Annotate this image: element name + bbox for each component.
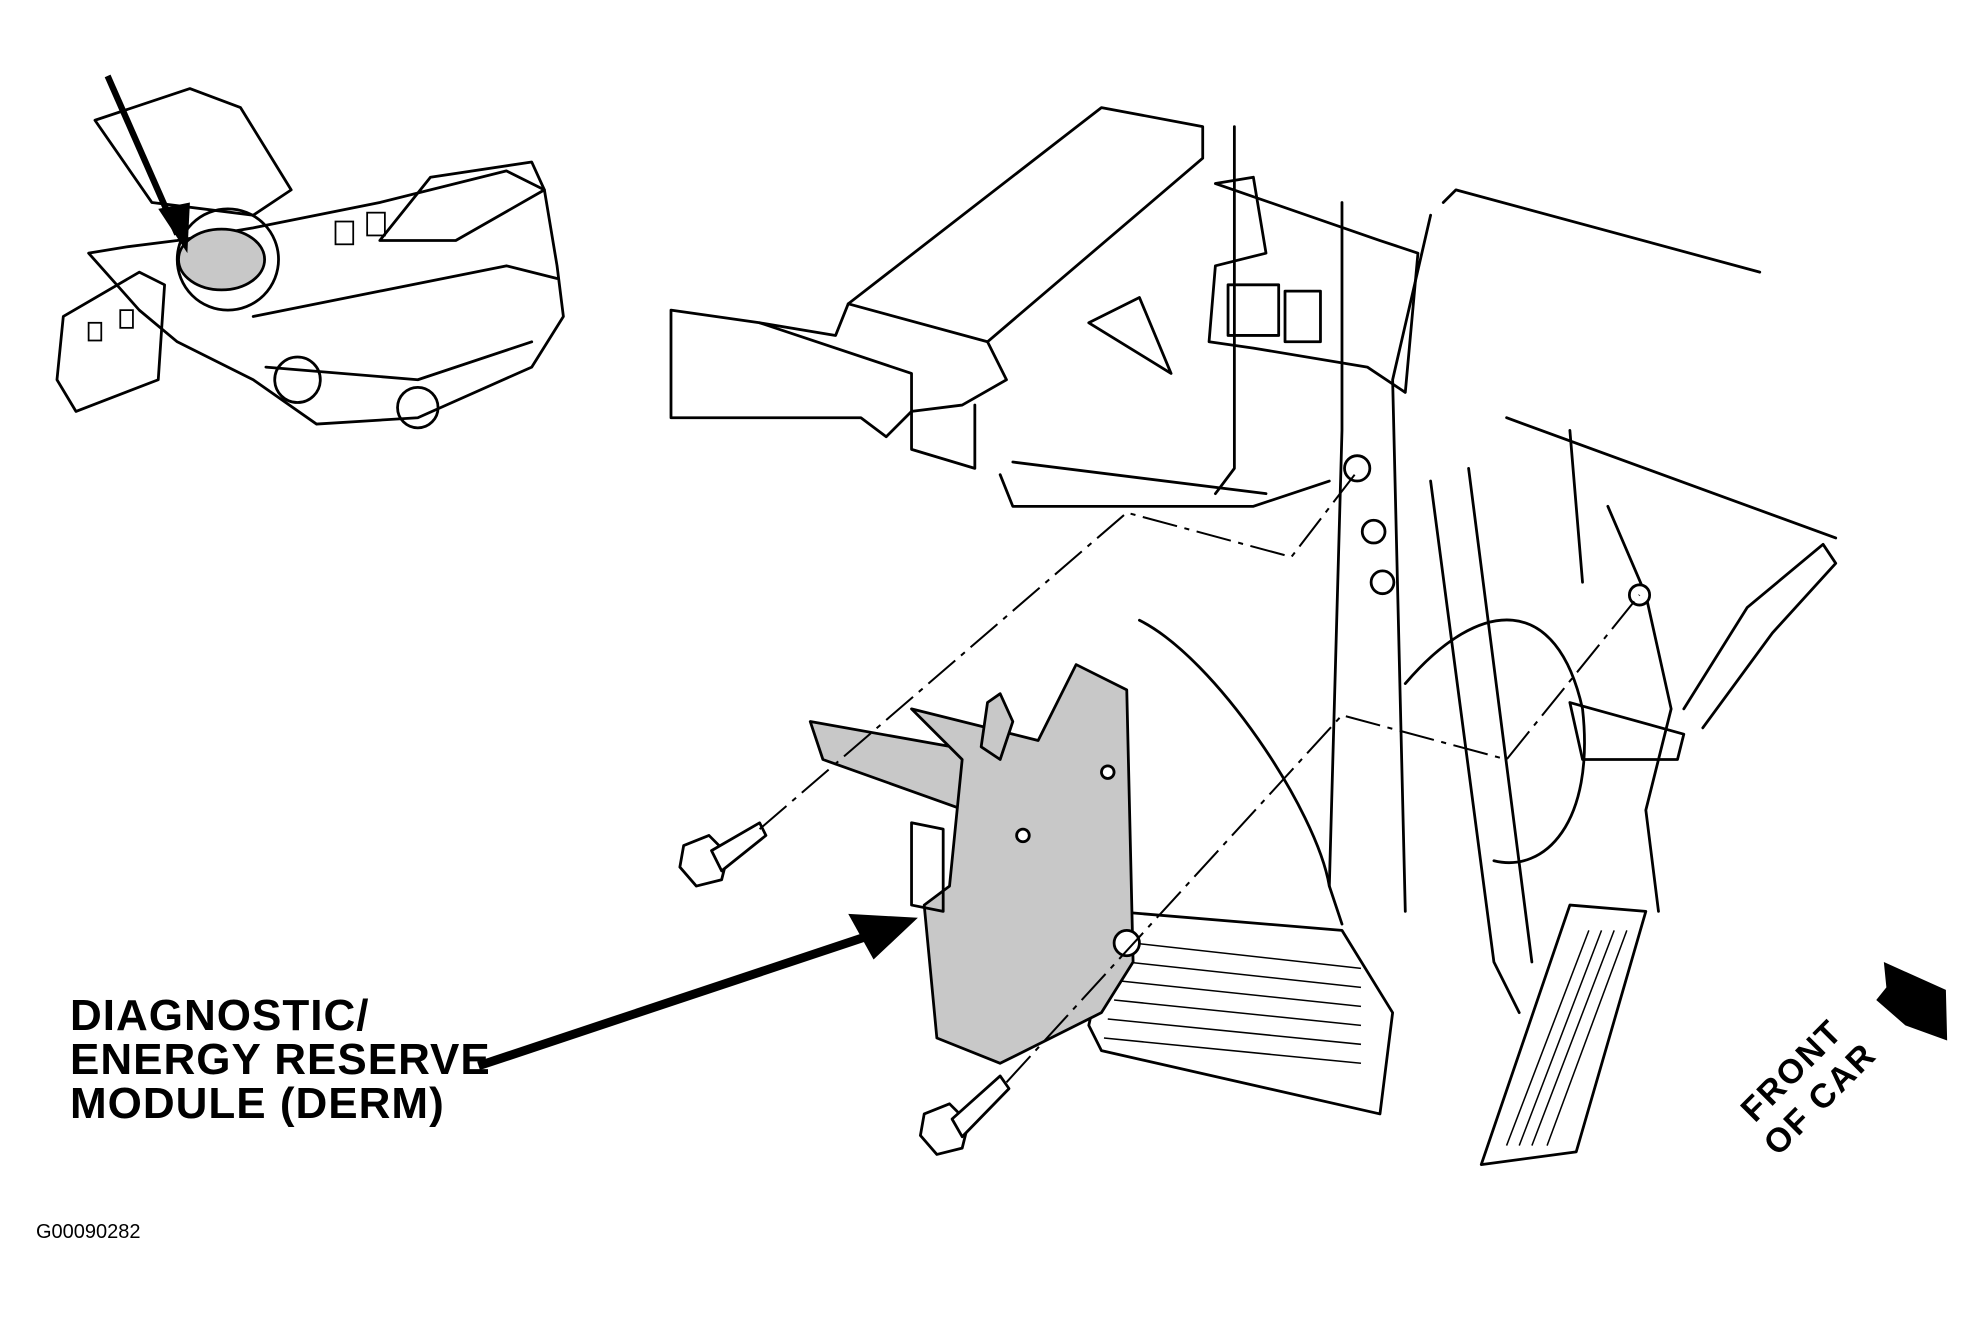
accelerator-pedal (1479, 428, 1838, 1166)
callout-line: MODULE (DERM) (70, 1079, 445, 1128)
front-arrow-icon (1876, 962, 1948, 1041)
vehicle-overview-inset (55, 87, 565, 430)
derm-callout-label: DIAGNOSTIC/ ENERGY RESERVE MODULE (DERM) (70, 994, 491, 1126)
mounting-nut (1112, 928, 1141, 958)
callout-line: DIAGNOSTIC/ (70, 991, 370, 1040)
figure-code: G00090282 (36, 1221, 141, 1243)
callout-line: ENERGY RESERVE (70, 1035, 491, 1084)
location-arrow-icon (104, 74, 190, 254)
derm-module (808, 663, 1135, 1065)
alignment-lines (758, 474, 1641, 1083)
callout-arrow-icon (477, 913, 918, 1071)
instrument-panel-structure (669, 106, 1838, 926)
mounting-bolt-lower (919, 1074, 1011, 1156)
mounting-nut (1627, 583, 1652, 607)
brake-pedal (1087, 466, 1534, 1116)
mounting-bolt-upper (678, 821, 768, 888)
